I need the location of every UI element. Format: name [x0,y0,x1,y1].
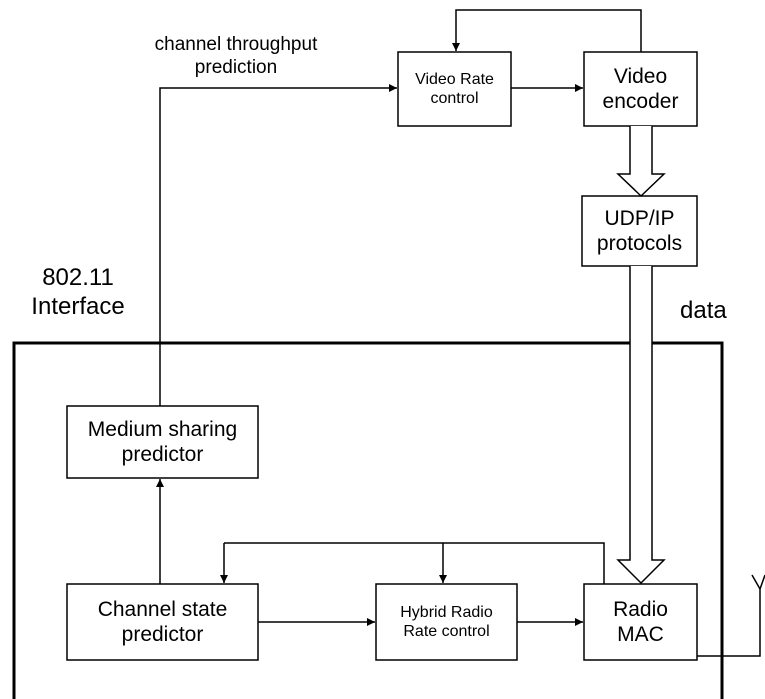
throughput-prediction-line1: channel throughput [154,34,318,55]
interface-label-line1: 802.11 [42,264,114,291]
data-label: data [680,297,727,324]
video-rate-control-box [397,51,512,127]
radio-mac-box [583,583,698,661]
encoder-to-udp-fat-arrow [616,126,666,198]
udp-ip-box [581,195,698,267]
channel-state-predictor-box [66,583,259,661]
interface-boundary [12,341,724,699]
interface-label-line2: Interface [31,292,125,320]
throughput-prediction-line2: prediction [194,56,278,78]
encoder-feedback-arrow [452,9,642,52]
medium-sharing-predictor-box [66,405,259,479]
hybrid-radio-rate-control-box [375,583,518,661]
interface-label: 802.11 Interface [16,264,140,322]
throughput-prediction-label: channel throughput prediction [120,34,352,80]
antenna-icon [751,574,765,590]
mac-feedback-line [224,542,605,584]
throughput-prediction-arrow [159,84,397,406]
video-encoder-box [583,51,698,127]
udp-to-mac-fat-arrow [616,266,666,585]
mac-to-antenna-line [697,589,761,657]
